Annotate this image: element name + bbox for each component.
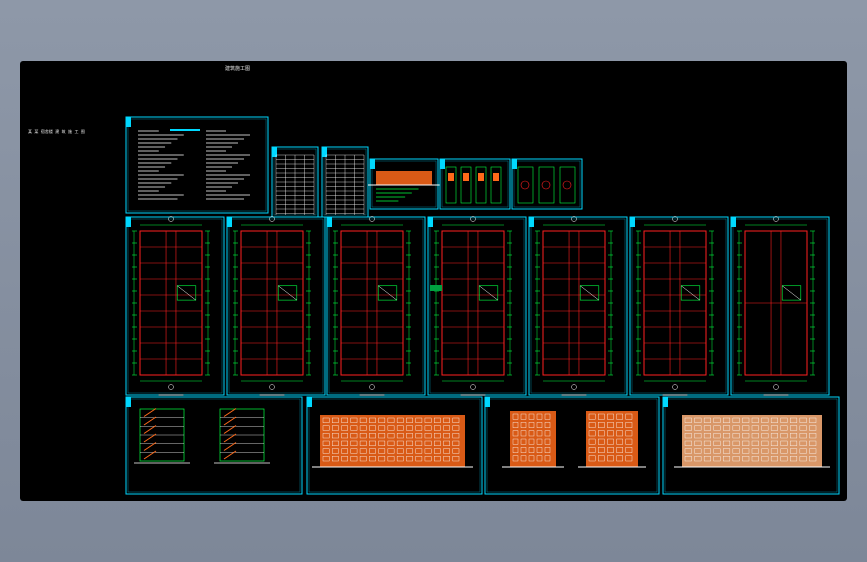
sheet-floor-plan-6 [629, 216, 729, 396]
sheet-rear-elevation [662, 396, 840, 495]
sheet-design-notes [125, 116, 269, 214]
drawing-title: 建筑施工图 [225, 65, 250, 72]
sheet-side-elevations [484, 396, 660, 495]
cad-drawing[interactable]: 建筑施工图 某 某 宿舍楼 建 筑 施 工 图 [20, 61, 847, 501]
drawing-sheets [125, 116, 840, 495]
sheet-door-window-table [271, 146, 319, 218]
sheet-floor-plan-7 [730, 216, 830, 396]
cad-model-space[interactable]: 建筑施工图 某 某 宿舍楼 建 筑 施 工 图 [20, 61, 847, 501]
sheet-material-table [321, 146, 369, 218]
sheet-floor-plan-3 [326, 216, 426, 396]
sheet-front-elevation [306, 396, 483, 495]
sheet-sections [125, 396, 303, 495]
sheet-floor-plan-2 [226, 216, 326, 396]
sheet-floor-plan-4 [427, 216, 527, 396]
sheet-floor-plan-1 [125, 216, 225, 396]
left-annotation: 某 某 宿舍楼 建 筑 施 工 图 [28, 128, 85, 134]
sheet-detail-c [511, 158, 583, 210]
sheet-detail-a [368, 158, 440, 210]
sheet-detail-b [439, 158, 511, 210]
sheet-floor-plan-5 [528, 216, 628, 396]
